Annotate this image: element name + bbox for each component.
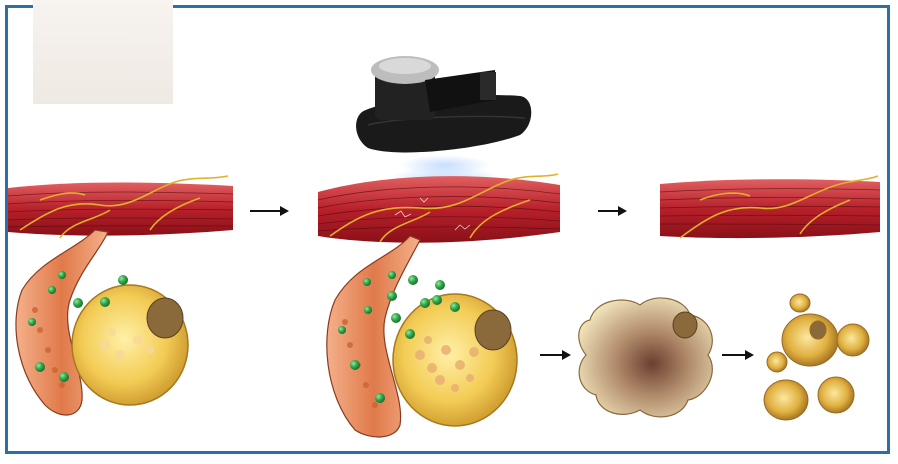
green-particles-2: [338, 271, 460, 403]
device-icon: [356, 56, 532, 190]
paper-patch: [33, 0, 173, 104]
fat-cell-fragmented: [763, 293, 870, 421]
muscle-after: [659, 175, 881, 239]
muscle-during-treatment: [317, 173, 561, 243]
fat-cell-normal: [71, 284, 189, 406]
arrow-right-icon: [598, 206, 627, 216]
muscle-before: [7, 175, 234, 239]
green-particles-1: [28, 271, 128, 382]
arrow-right-icon: [722, 350, 754, 360]
fat-cell-crystallized: [578, 297, 713, 418]
arrow-right-icon: [250, 206, 289, 216]
arrow-right-icon: [540, 350, 571, 360]
fat-cell-treated: [392, 293, 518, 427]
